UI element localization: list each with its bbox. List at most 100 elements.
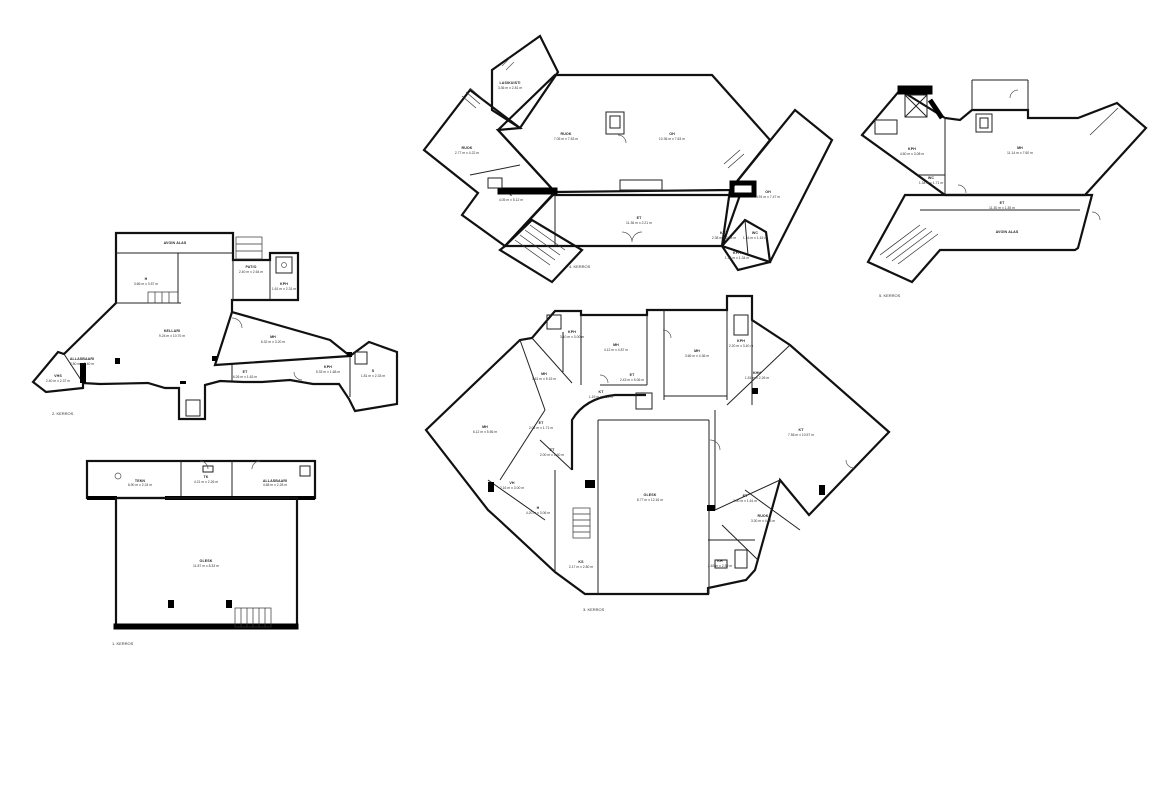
room-dim-olesk-f3: 8.77 m x 12.16 m	[637, 498, 663, 502]
room-dim-olesk-f1: 11.87 m x 8.33 m	[193, 564, 219, 568]
room-dim-allasbaari-f2: 2.50 m x 2.40 m	[70, 362, 94, 366]
room-name-mh-f2: MH	[270, 335, 276, 339]
room-dim-et-f3: 2.43 m x 5.06 m	[620, 378, 644, 382]
room-dim-ruok-f3: 3.30 m x 4.48 m	[751, 519, 775, 523]
room-name-allasbaari-f2: ALLASBAARI	[70, 357, 94, 361]
floor-3-plan: KPH 3.10 m x 3.00 m MH 4.12 m x 4.87 m M…	[424, 294, 891, 612]
room-dim-et-f5: 11.30 m x 1.35 m	[989, 206, 1015, 210]
room-name-ruok-f4: RUOK	[561, 132, 572, 136]
room-dim-kt1-f3: 1.19 m x 4.06 m	[589, 395, 613, 399]
room-name-kellari: KELLARI	[164, 329, 180, 333]
room-name-khh-f3: KHH	[753, 371, 761, 375]
room-name-olesk-f3: OLESK	[644, 493, 657, 497]
room-name-wc-f4: WC	[752, 231, 758, 235]
room-dim-et-f2: 6.26 m x 1.63 m	[233, 375, 257, 379]
room-name-lasikuisti: LASIKUISTI	[500, 81, 521, 85]
room-dim-kellari: 9.24 m x 10.70 m	[159, 334, 185, 338]
room-name-mh2-f3: MH	[694, 349, 700, 353]
floor-label-1: 1. KERROS	[112, 641, 134, 646]
room-name-kt2-f3: KT	[799, 428, 805, 432]
room-dim-patio: 2.40 m x 2.64 m	[239, 270, 263, 274]
room-name-kph2-f4: KPH	[733, 251, 741, 255]
floor-label-5: 5. KERROS	[879, 293, 901, 298]
room-name-h-f2: H	[145, 277, 148, 281]
room-name-et4-f3: ET	[743, 494, 748, 498]
room-name-et-f5: ET	[1000, 201, 1005, 205]
room-dim-mh-f2: 6.32 m x 3.20 m	[261, 340, 285, 344]
room-dim-kh-f3: 2.63 m x 2.59 m	[708, 564, 732, 568]
room-name-ruok-f3: RUOK	[758, 514, 769, 518]
room-dim-allasbaari-f1: 4.68 m x 2.28 m	[263, 483, 287, 487]
room-name-kph-f3: KPH	[568, 330, 576, 334]
room-dim-vh-f3: 2.16 m x 3.00 m	[500, 486, 524, 490]
room-dim-et3-f3: 2.00 m x 1.60 m	[540, 453, 564, 457]
room-name-k-f4: K	[510, 193, 513, 197]
room-name-et3-f3: ET	[550, 448, 555, 452]
floor-2-plan: AVOIN ALAS H 3.66 m x 3.57 m PATIO 2.40 …	[31, 231, 399, 421]
floor-2-stairs	[147, 236, 263, 304]
floor-5-plan: KPH 4.60 m x 3.08 m MH 11.14 m x 7.60 m …	[860, 79, 1148, 298]
room-name-et2-f3: ET	[539, 421, 544, 425]
room-dim-kph-f2: 1.61 m x 2.31 m	[272, 287, 296, 291]
room-dim-wc-f4: 1.16 m x 1.16 m	[743, 236, 767, 240]
room-name-kph-f2: KPH	[280, 282, 288, 286]
room-dim-et2-f3: 2.02 m x 1.71 m	[529, 426, 553, 430]
room-name-kph-f5: KPH	[908, 147, 916, 151]
room-dim-mh-f5: 11.14 m x 7.60 m	[1007, 151, 1033, 155]
floor-label-3: 3. KERROS	[583, 607, 605, 612]
room-name-allasbaari-f1: ALLASBAARI	[263, 479, 287, 483]
room-name-kt1-f3: KT	[599, 390, 605, 394]
room-name-kh-f3: KH	[717, 559, 723, 563]
room-name-wc-f5: WC	[928, 176, 934, 180]
room-name-et-f3: ET	[630, 373, 635, 377]
room-dim-kt2-f3: 7.56 m x 10.57 m	[788, 433, 814, 437]
room-dim-tk: 4.21 m x 2.26 m	[194, 480, 218, 484]
room-name-kph-f4: KPH	[720, 231, 728, 235]
floor-label-4: 4. KERROS	[569, 264, 591, 269]
floor-label-2: 2. KERROS	[52, 411, 74, 416]
room-name-et-f4: ET	[637, 216, 642, 220]
room-dim-ks-f3: 2.17 m x 2.80 m	[569, 565, 593, 569]
room-name-avoin-alas-f2: AVOIN ALAS	[164, 241, 187, 245]
room-name-kph2-f3: KPH	[737, 339, 745, 343]
floor-4-plan: LASIKUISTI 3.36 m x 2.81 m RUOK 7.05 m x…	[422, 34, 834, 284]
room-name-mh1-f3: MH	[613, 343, 619, 347]
room-name-vh-f3: VH	[509, 481, 514, 485]
floor-3-stairs	[572, 507, 591, 539]
floor-5-stairs	[879, 107, 1119, 265]
room-dim-k-f4: 4.05 m x 5.12 m	[499, 198, 523, 202]
room-dim-lasikuisti: 3.36 m x 2.81 m	[498, 86, 522, 90]
room-dim-kph2-f4: 1.18 m x 1.34 m	[725, 256, 749, 260]
room-dim-et4-f3: 2.00 m x 1.61 m	[733, 499, 757, 503]
room-name-avoin-alas-f5: AVOIN ALAS	[996, 230, 1019, 234]
room-dim-ruok2-f4: 2.77 m x 4.22 m	[455, 151, 479, 155]
room-name-s-f2: S	[372, 369, 375, 373]
room-dim-kph-f4: 2.38 m x 2.58 m	[712, 236, 736, 240]
room-dim-h-f2: 3.66 m x 3.57 m	[134, 282, 158, 286]
room-name-mh3-f3: MH	[541, 372, 547, 376]
room-name-tk: TK	[204, 475, 209, 479]
floor-1-stairs	[234, 607, 272, 628]
room-dim-tekn: 6.90 m x 2.24 m	[128, 483, 152, 487]
room-dim-kph-f5: 4.60 m x 3.08 m	[900, 152, 924, 156]
room-name-et-f2: ET	[243, 370, 248, 374]
room-name-oh2-f4: OH	[765, 190, 771, 194]
room-dim-vhs: 2.40 m x 2.37 m	[46, 379, 70, 383]
floor-1-plan: TEKN 6.90 m x 2.24 m TK 4.21 m x 2.26 m …	[85, 459, 317, 646]
room-name-olesk-f1: OLESK	[200, 559, 213, 563]
room-dim-kph-f3: 3.10 m x 3.00 m	[560, 335, 584, 339]
room-name-vhs: VHS	[54, 374, 62, 378]
room-name-kph2-f2: KPH	[324, 365, 332, 369]
room-dim-wc-f5: 1.34 m x 1.71 m	[919, 181, 943, 185]
room-dim-kph2-f2: 5.33 m x 1.68 m	[316, 370, 340, 374]
room-name-tekn: TEKN	[135, 479, 145, 483]
room-name-ks-f3: KS	[578, 560, 584, 564]
room-name-ruok2-f4: RUOK	[462, 146, 473, 150]
room-name-mh-f5: MH	[1017, 146, 1023, 150]
room-dim-kph2-f3: 2.20 m x 3.40 m	[729, 344, 753, 348]
floor-4-stairs	[461, 87, 745, 266]
room-dim-mh2-f3: 3.66 m x 4.36 m	[685, 354, 709, 358]
room-dim-oh-f4: 10.36 m x 7.63 m	[659, 137, 685, 141]
room-dim-h-f3: 4.20 m x 3.06 m	[526, 511, 550, 515]
